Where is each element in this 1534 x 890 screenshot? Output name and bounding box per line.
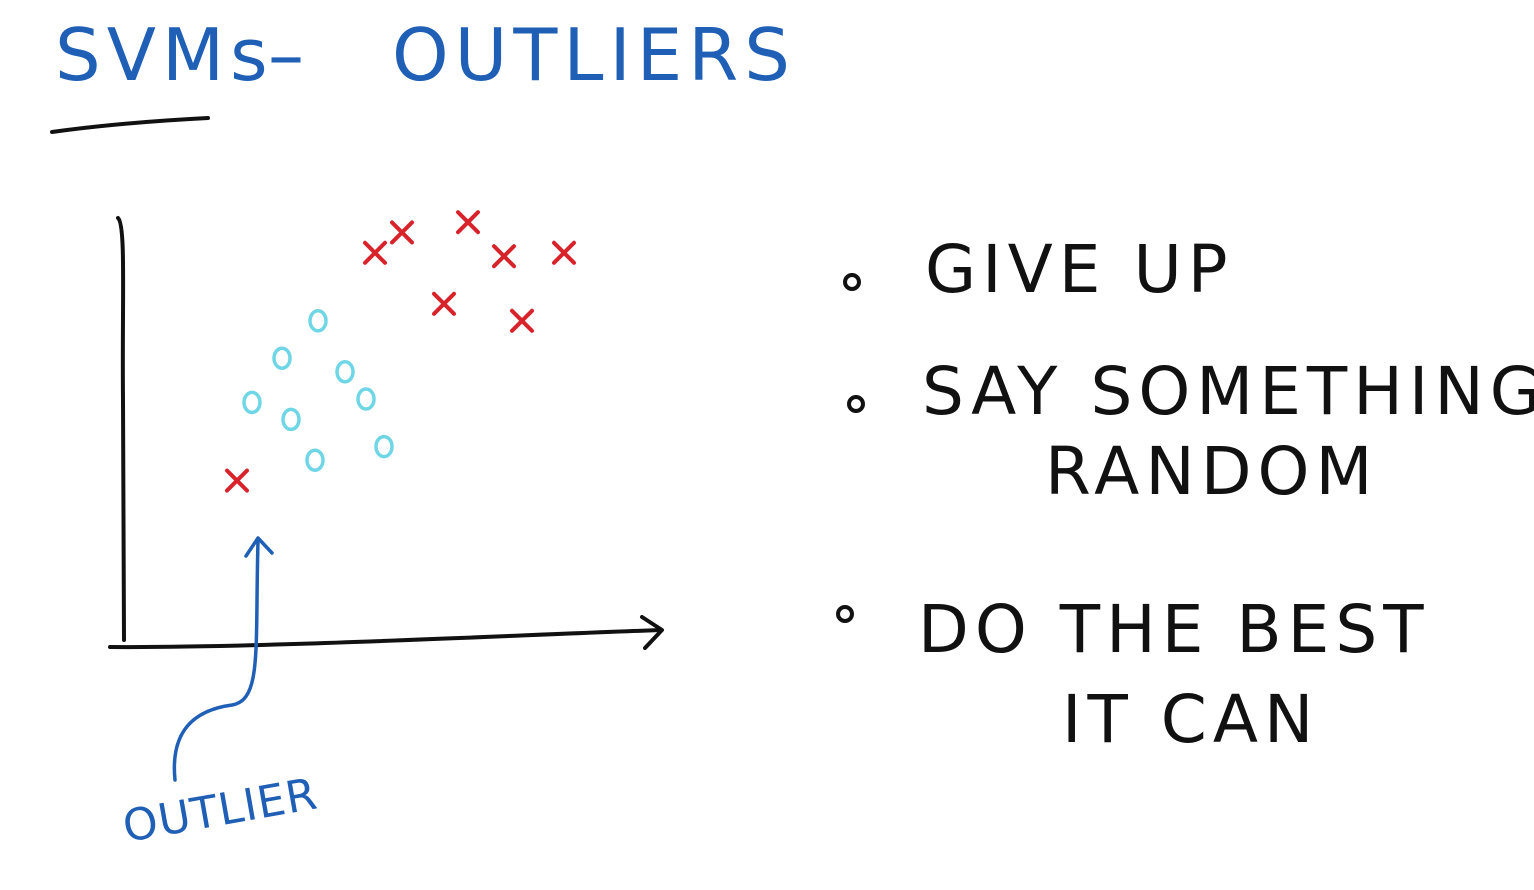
option-do-the-best-line2: IT CAN [1062, 681, 1319, 758]
o-point-3 [335, 360, 355, 384]
scatter-plot: OUTLIER [108, 210, 664, 853]
x-point-7 [510, 308, 534, 333]
title-dash: – [268, 13, 310, 97]
outlier-x-point [225, 468, 249, 493]
x-point-2 [390, 220, 414, 245]
o-point-5 [281, 407, 301, 432]
o-class-points [242, 309, 394, 472]
outlier-label: OUTLIER [119, 768, 321, 852]
o-point-7 [305, 448, 325, 472]
x-point-4 [492, 244, 516, 269]
outlier-arrowhead [244, 536, 274, 558]
title-underline [50, 116, 210, 134]
bullet-dot-2 [847, 395, 865, 413]
title-outliers: OUTLIERS [392, 13, 796, 97]
x-axis-arrowhead [640, 615, 664, 650]
o-point-8 [374, 434, 394, 459]
x-point-5 [552, 240, 576, 265]
bullet-dot-1 [843, 273, 861, 291]
x-axis [108, 628, 662, 650]
title-svms: SVMs [55, 13, 274, 97]
y-axis [116, 216, 126, 642]
options-list: GIVE UP SAY SOMETHING RANDOM DO THE BEST… [836, 231, 1534, 758]
o-point-2 [272, 346, 292, 370]
bullet-dot-3 [836, 605, 854, 623]
option-say-something-random-line1: SAY SOMETHING [922, 353, 1534, 430]
x-point-3 [456, 210, 480, 235]
outlier-arrow [172, 539, 260, 782]
option-give-up: GIVE UP [925, 231, 1234, 308]
o-point-1 [308, 309, 328, 333]
option-say-something-random-line2: RANDOM [1045, 433, 1378, 510]
x-class-points [225, 210, 576, 493]
x-point-1 [363, 240, 387, 265]
x-point-6 [432, 291, 456, 316]
o-point-6 [356, 387, 376, 411]
o-point-4 [242, 390, 262, 415]
title: SVMs – OUTLIERS [50, 13, 796, 134]
option-do-the-best-line1: DO THE BEST [918, 591, 1430, 668]
